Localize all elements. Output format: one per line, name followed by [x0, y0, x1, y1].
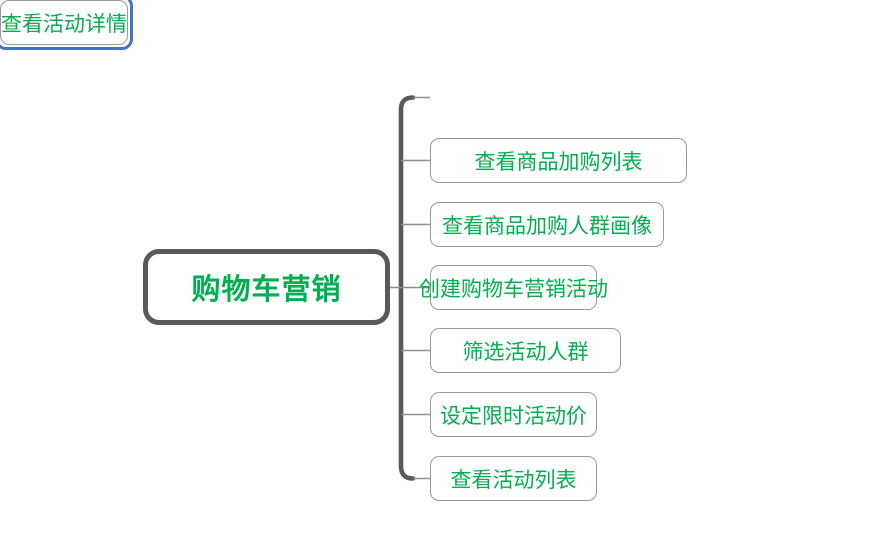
- branch-lines: [390, 96, 430, 480]
- root-node-label: 购物车营销: [191, 274, 342, 306]
- mindmap-node-6[interactable]: 查看活动列表: [430, 456, 597, 501]
- mindmap-node-1[interactable]: 查看商品加购列表: [430, 138, 687, 183]
- mindmap-node-label: 查看商品加购人群画像: [442, 213, 652, 238]
- mindmap-node-7[interactable]: 查看活动详情: [0, 0, 133, 50]
- mindmap-node-label: 查看活动列表: [450, 467, 577, 492]
- mindmap-node-3[interactable]: 创建购物车营销活动: [419, 265, 608, 310]
- root-node[interactable]: 购物车营销: [143, 249, 390, 325]
- mindmap-node-label: 查看活动详情: [1, 11, 127, 36]
- mindmap-node-label: 创建购物车营销活动: [419, 276, 608, 301]
- mindmap-node-5[interactable]: 设定限时活动价: [430, 392, 597, 437]
- mindmap-node-4[interactable]: 筛选活动人群: [430, 328, 621, 373]
- mindmap-node-2[interactable]: 查看商品加购人群画像: [430, 202, 664, 247]
- mindmap-node-label: 查看商品加购列表: [474, 149, 643, 174]
- mindmap-node-label: 设定限时活动价: [440, 403, 587, 428]
- mindmap-node-label: 筛选活动人群: [462, 339, 589, 364]
